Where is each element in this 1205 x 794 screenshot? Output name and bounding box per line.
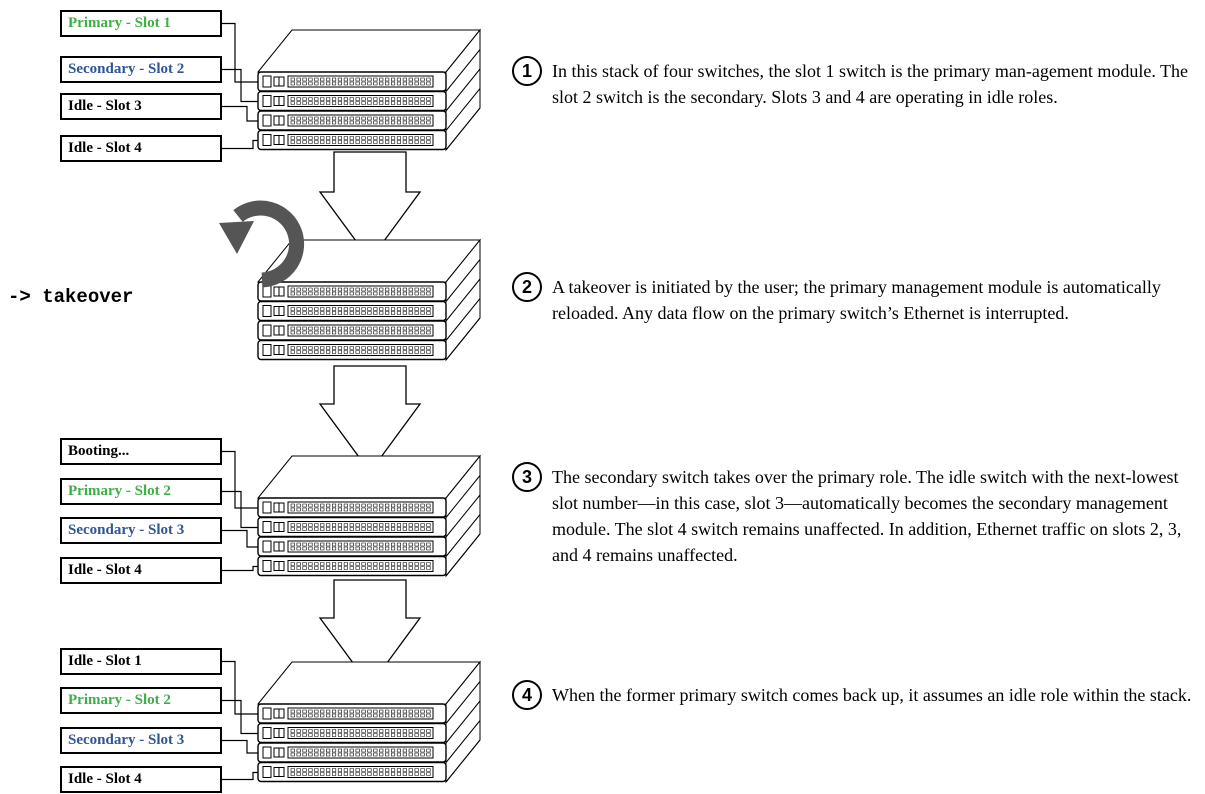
- switch-unit: [257, 300, 447, 322]
- switch-unit: [257, 129, 447, 151]
- slot-label: Booting...: [60, 438, 222, 465]
- label-connector: [222, 105, 258, 122]
- slot-label: Idle - Slot 4: [60, 557, 222, 584]
- ethernet-ports: [290, 523, 431, 531]
- switch-unit: [257, 742, 447, 763]
- switch-stack: [256, 660, 482, 784]
- slot-label: Primary - Slot 2: [60, 478, 222, 505]
- ethernet-ports: [290, 307, 431, 315]
- switch-unit: [257, 497, 447, 518]
- step-number-badge: 3: [512, 462, 542, 492]
- label-connector: [222, 660, 258, 715]
- switch-stacks: [256, 28, 482, 784]
- label-connector: [222, 529, 258, 548]
- stack-top-panel: [256, 661, 482, 705]
- port-row: [287, 305, 434, 317]
- slot-label: Idle - Slot 1: [60, 648, 222, 675]
- port-row: [287, 707, 434, 720]
- step-number-badge: 2: [512, 272, 542, 302]
- switch-unit: [257, 555, 447, 577]
- flow-arrow: [318, 365, 422, 474]
- flow-arrows: [318, 151, 422, 688]
- label-connector: [222, 490, 258, 529]
- ethernet-ports: [290, 116, 431, 125]
- switch-unit: [257, 281, 447, 302]
- ethernet-ports: [290, 542, 431, 551]
- switch-unit: [257, 761, 447, 783]
- port-row: [287, 766, 434, 778]
- step-description: The secondary switch takes over the prim…: [552, 467, 1182, 565]
- label-connector: [222, 771, 258, 781]
- step-number-badge: 1: [512, 56, 542, 86]
- ethernet-ports: [290, 287, 431, 296]
- switch-unit: [257, 71, 447, 92]
- switch-unit: [257, 703, 447, 724]
- flow-arrow: [318, 151, 422, 262]
- port-row: [287, 501, 434, 514]
- port-row: [287, 95, 434, 107]
- switch-stack: [256, 454, 482, 578]
- switch-unit: [257, 722, 447, 744]
- switch-unit: [257, 90, 447, 112]
- slot-label: Idle - Slot 4: [60, 135, 222, 162]
- ethernet-ports: [290, 729, 431, 737]
- slot-label: Secondary - Slot 3: [60, 727, 222, 754]
- label-connector: [222, 565, 258, 572]
- switch-unit: [257, 110, 447, 131]
- slot-label: Primary - Slot 2: [60, 687, 222, 714]
- port-row: [287, 75, 434, 88]
- ethernet-ports: [290, 77, 431, 86]
- label-connector: [222, 699, 258, 735]
- label-connector: [222, 68, 258, 103]
- label-connector: [222, 739, 258, 754]
- step-description: A takeover is initiated by the user; the…: [552, 277, 1161, 323]
- port-row: [287, 560, 434, 572]
- ethernet-ports: [290, 136, 431, 144]
- stack-top-panel: [256, 29, 482, 73]
- slot-label: Secondary - Slot 2: [60, 56, 222, 83]
- reload-icon: [219, 200, 305, 288]
- switch-stack: [256, 28, 482, 152]
- slot-label: Idle - Slot 4: [60, 766, 222, 793]
- ethernet-ports: [290, 768, 431, 776]
- ethernet-ports: [290, 748, 431, 757]
- port-row: [287, 285, 434, 298]
- ethernet-ports: [290, 346, 431, 354]
- ethernet-ports: [290, 709, 431, 718]
- label-connectors: [222, 22, 258, 781]
- port-row: [287, 344, 434, 356]
- port-row: [287, 746, 434, 759]
- port-row: [287, 114, 434, 127]
- switch-unit: [257, 320, 447, 341]
- label-connector: [222, 450, 258, 509]
- label-connector: [222, 22, 258, 83]
- step-description: In this stack of four switches, the slot…: [552, 61, 1189, 107]
- port-row: [287, 727, 434, 739]
- port-row: [287, 540, 434, 553]
- port-row: [287, 521, 434, 533]
- port-row: [287, 134, 434, 146]
- switch-unit: [257, 536, 447, 557]
- step-description: When the former primary switch comes bac…: [552, 685, 1192, 705]
- ethernet-ports: [290, 97, 431, 105]
- slot-label: Idle - Slot 3: [60, 93, 222, 120]
- label-connector: [222, 139, 258, 150]
- slot-label: Primary - Slot 1: [60, 10, 222, 37]
- ethernet-ports: [290, 503, 431, 512]
- slot-label: Secondary - Slot 3: [60, 517, 222, 544]
- takeover-command: -> takeover: [8, 286, 134, 308]
- flow-arrow: [318, 579, 422, 688]
- stack-top-panel: [256, 455, 482, 499]
- switch-unit: [257, 516, 447, 538]
- step-number-badge: 4: [512, 680, 542, 710]
- switch-stack: [256, 238, 482, 362]
- port-row: [287, 324, 434, 337]
- ethernet-ports: [290, 562, 431, 570]
- ethernet-ports: [290, 326, 431, 335]
- switch-unit: [257, 339, 447, 361]
